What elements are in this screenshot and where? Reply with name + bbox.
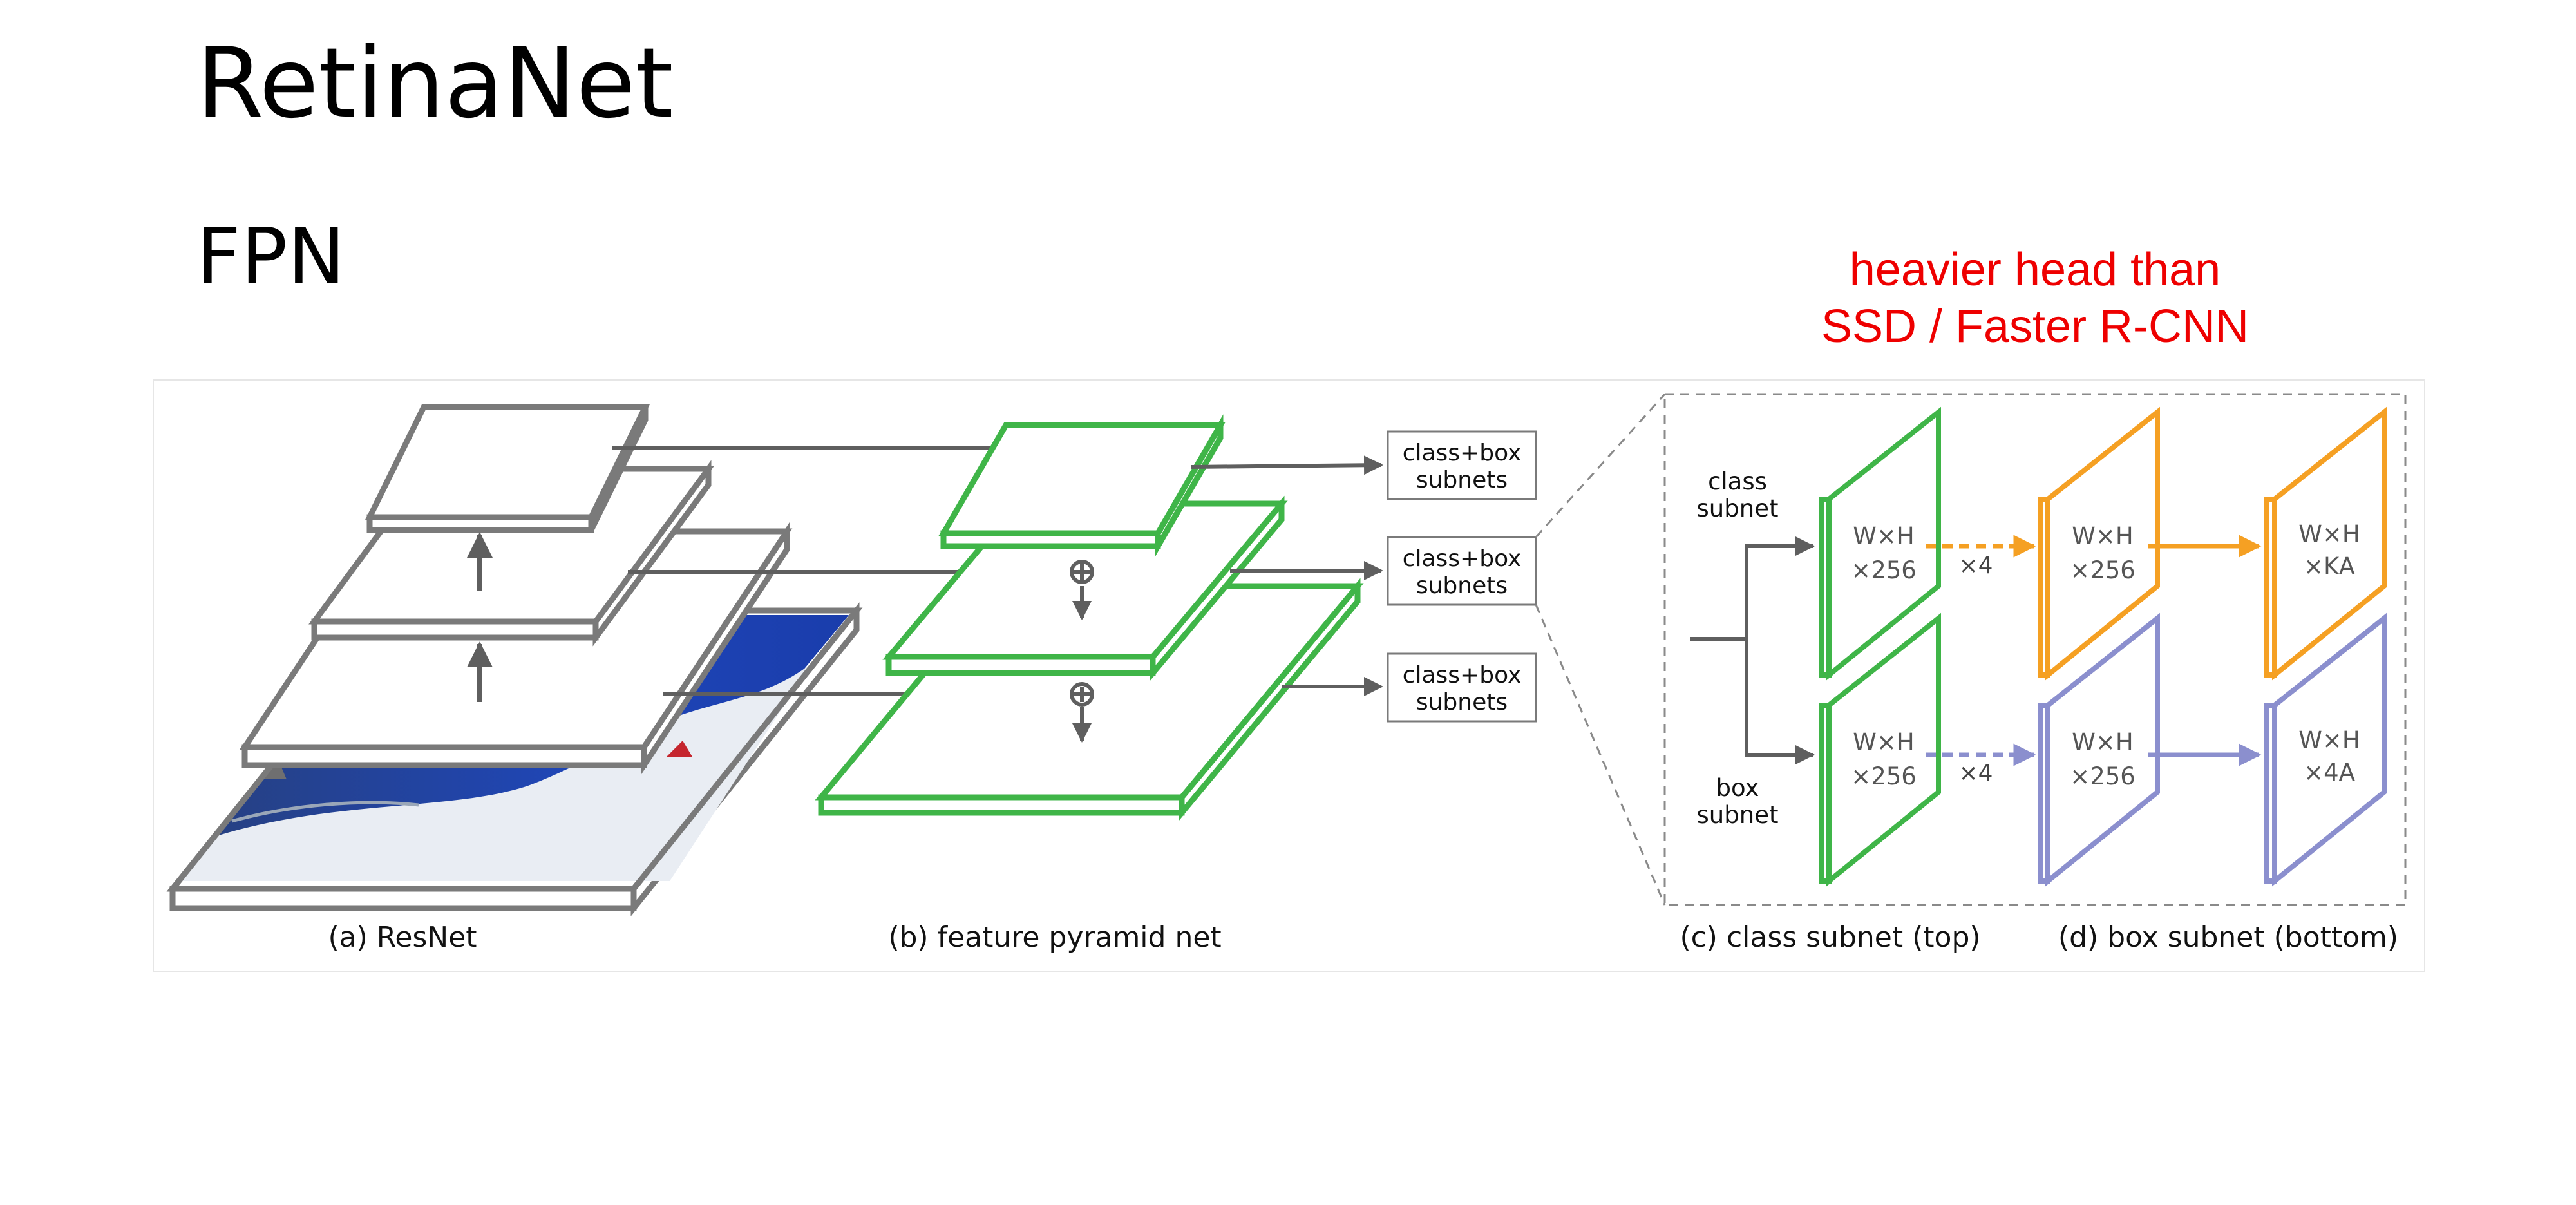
class-green-256: ×256 <box>1851 556 1917 584</box>
subnet-box-1: class+box subnets <box>1387 430 1537 500</box>
box-green-slab <box>1819 612 1941 887</box>
box-subnet-label-1: box <box>1716 774 1759 802</box>
subnet-box-3-line-2: subnets <box>1416 689 1508 716</box>
subnet-box-3-line-1: class+box <box>1403 662 1522 688</box>
caption-fpn: (b) feature pyramid net <box>888 921 1221 954</box>
box-blue-2-4a: ×4A <box>2304 759 2355 786</box>
subnet-box-1-line-1: class+box <box>1403 440 1522 466</box>
caption-box-subnet: (d) box subnet (bottom) <box>2058 921 2398 954</box>
head-split-arrow <box>1690 536 1815 764</box>
box-blue-slab-2 <box>2264 612 2387 887</box>
subnet-box-2-line-2: subnets <box>1416 573 1508 599</box>
caption-class-subnet: (c) class subnet (top) <box>1680 921 1980 954</box>
class-orange-slab-2 <box>2264 406 2387 681</box>
box-green-256: ×256 <box>1851 763 1917 790</box>
class-orange-2-ka: ×KA <box>2304 553 2355 580</box>
class-orange-2-wxh: W×H <box>2298 520 2360 548</box>
class-subnet-label-1: class <box>1708 468 1767 495</box>
box-blue-slab-1 <box>2038 612 2160 887</box>
head-note-line-1: heavier head than <box>1849 244 2221 296</box>
box-subnet-label-2: subnet <box>1697 801 1779 829</box>
caption-resnet: (a) ResNet <box>328 921 477 954</box>
subnet-box-2-line-1: class+box <box>1403 546 1522 572</box>
subnet-box-2: class+box subnets <box>1387 536 1537 606</box>
subnet-box-3: class+box subnets <box>1387 652 1537 723</box>
head-note-line-2: SSD / Faster R-CNN <box>1821 301 2249 352</box>
class-subnet-label-2: subnet <box>1697 495 1779 522</box>
slide-subtitle: FPN <box>196 213 346 302</box>
box-blue-2-wxh: W×H <box>2298 726 2360 754</box>
fpn-level-small <box>938 414 1226 557</box>
snow-ground <box>179 663 811 881</box>
zoom-guides <box>1535 393 2407 906</box>
resnet-backbone <box>166 404 863 916</box>
top-down-pathway <box>1070 560 1094 743</box>
subnet-box-1-line-2: subnets <box>1416 467 1508 493</box>
resnet-stage-3 <box>365 404 650 533</box>
box-times4: ×4 <box>1958 760 1993 786</box>
class-times4: ×4 <box>1958 553 1993 579</box>
class-orange-1-256: ×256 <box>2070 556 2136 584</box>
head-note: heavier head than SSD / Faster R-CNN <box>1777 242 2293 355</box>
class-green-slab <box>1819 406 1941 681</box>
class-orange-slab-1 <box>2038 406 2160 681</box>
fpn-to-subnet-arrows <box>1191 455 1383 696</box>
class-green-wxh: W×H <box>1853 522 1914 550</box>
box-blue-1-256: ×256 <box>2070 763 2136 790</box>
box-green-wxh: W×H <box>1853 728 1914 756</box>
class-orange-1-wxh: W×H <box>2072 522 2133 550</box>
feature-pyramid <box>815 414 1364 821</box>
box-blue-1-wxh: W×H <box>2072 728 2133 756</box>
head-zoom-frame <box>1663 393 2407 906</box>
slide-title: RetinaNet <box>196 28 674 140</box>
